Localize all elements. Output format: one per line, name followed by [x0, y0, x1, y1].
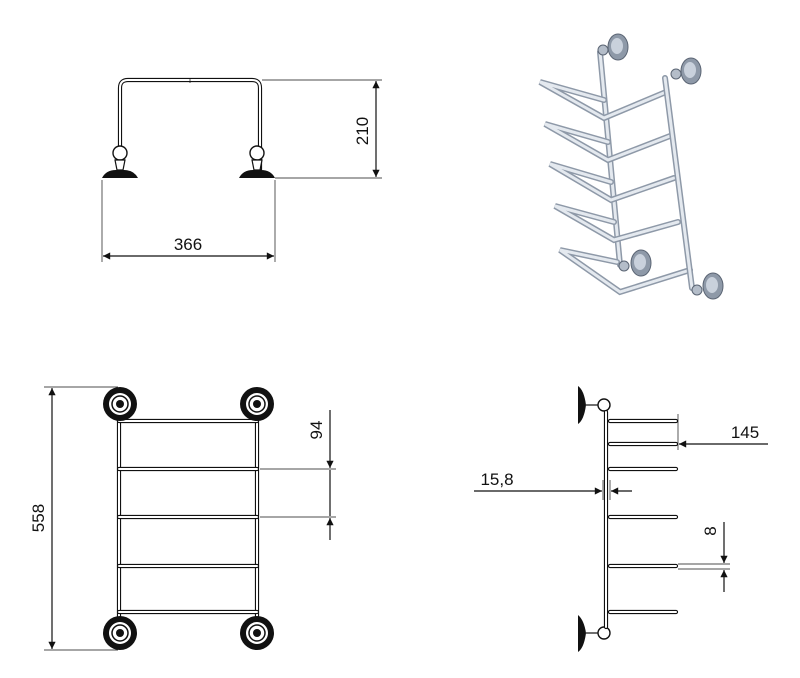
iso-rosette-top-left [597, 33, 629, 61]
iso-shelves [538, 79, 693, 296]
side-view: 145 15,8 8 [474, 386, 768, 652]
dimension-overall-height-label: 558 [29, 504, 48, 532]
side-wall-plate-top [578, 386, 611, 424]
rosette-bottom-right [240, 616, 274, 650]
dimension-spacing-label: 94 [307, 421, 326, 440]
side-shelf-arms [607, 418, 679, 615]
wall-mount-left [102, 145, 138, 178]
dimension-wire-label: 8 [701, 526, 720, 535]
rosette-top-right [240, 387, 274, 421]
rosette-bottom-left [103, 616, 137, 650]
isometric-render [538, 33, 724, 300]
front-view: 366 210 [101, 77, 382, 262]
iso-rosette-bottom-left [618, 249, 652, 277]
dimension-width-label: 366 [174, 235, 202, 254]
iso-rosette-bottom-right [691, 272, 724, 300]
elevation-view: 558 94 [29, 386, 336, 651]
wall-mount-right [239, 145, 275, 178]
dimension-tube-label: 15,8 [480, 470, 513, 489]
elevation-bars [116, 418, 260, 615]
dimension-height-label: 210 [353, 117, 372, 145]
dimension-depth-label: 145 [731, 423, 759, 442]
iso-rosette-top-right [670, 57, 702, 85]
rosette-top-left [103, 387, 137, 421]
